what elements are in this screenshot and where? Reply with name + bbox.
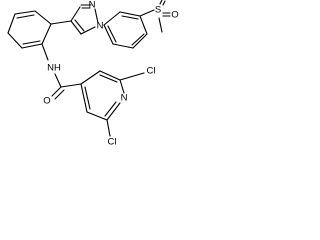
bond: [21, 43, 43, 49]
central-phenyl-ring: [7, 10, 72, 49]
bond: [139, 15, 148, 35]
atom-label-nh: NH: [47, 63, 61, 74]
bond: [103, 11, 121, 26]
atom-label-cl: Cl: [147, 66, 156, 77]
bond: [107, 25, 117, 43]
bond: [70, 6, 81, 22]
sulfonyl-group: [139, 0, 171, 33]
bond: [94, 8, 99, 24]
pyridine-ring: [80, 70, 125, 121]
methyl-bond: [158, 17, 163, 33]
bond: [119, 11, 141, 17]
bond: [34, 10, 52, 25]
bond: [112, 43, 134, 49]
bond: [86, 111, 108, 121]
bond: [14, 10, 36, 15]
bond: [119, 79, 125, 94]
pyrazole-ring: [70, 4, 99, 35]
atom-label-o: O: [171, 10, 178, 21]
chloro-substituents: [106, 72, 145, 137]
bond: [106, 119, 111, 137]
atom-label-s: S: [155, 5, 161, 16]
bond: [80, 70, 101, 85]
bond: [159, 0, 163, 5]
atom-label-n: N: [89, 0, 96, 11]
bond: [139, 9, 155, 17]
bond: [121, 15, 139, 20]
bond: [104, 101, 117, 117]
bond: [119, 72, 145, 81]
bond: [99, 74, 118, 83]
bond: [131, 33, 145, 46]
atom-label-o: O: [158, 0, 165, 3]
bond: [99, 70, 121, 81]
bond: [80, 83, 88, 113]
bond: [162, 0, 166, 6]
atom-label-n: N: [121, 93, 128, 104]
bond: [7, 13, 16, 34]
chemical-structure-figure: N N S O O NH O N Cl Cl: [0, 0, 183, 154]
bond: [80, 26, 96, 35]
atom-label-cl: Cl: [108, 137, 117, 148]
sulfonylphenyl-ring: [103, 11, 148, 49]
carbonyl-bond: [54, 89, 65, 100]
bond: [50, 20, 72, 25]
bond: [16, 14, 35, 19]
bond: [41, 43, 49, 61]
bond: [60, 83, 82, 88]
bond: [41, 23, 52, 45]
bond: [54, 73, 62, 88]
amide-linker: [41, 43, 82, 100]
bond: [74, 19, 85, 32]
bond: [103, 24, 114, 45]
bond: [22, 40, 41, 45]
bond: [7, 32, 23, 49]
carbonyl-bond: [51, 86, 62, 97]
atom-label-o: O: [43, 96, 50, 107]
molecule-drawing: N N S O O NH O N Cl Cl: [7, 0, 179, 148]
bond: [132, 33, 148, 49]
bond: [84, 86, 91, 110]
bond: [106, 102, 121, 121]
bond: [70, 20, 82, 35]
atom-label-n: N: [97, 21, 104, 32]
